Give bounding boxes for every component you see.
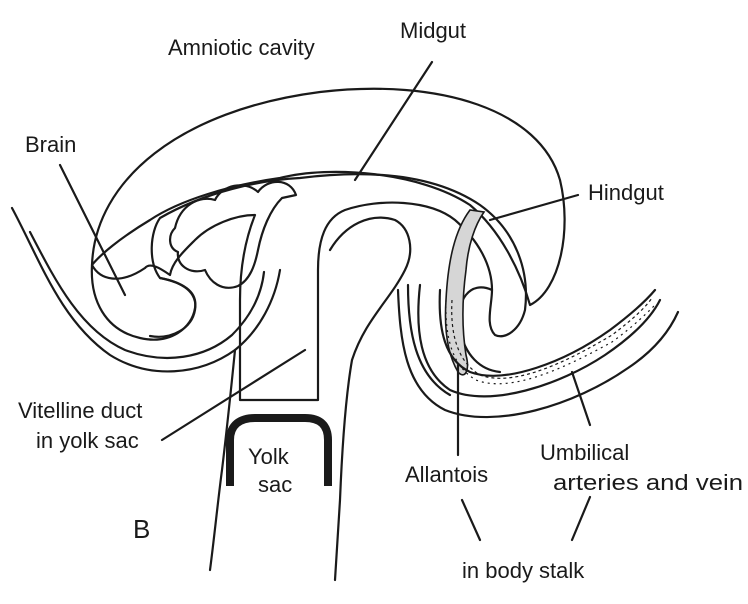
panel-letter: B xyxy=(133,514,150,544)
brain-bulge xyxy=(150,278,195,337)
label-vitelline-line2: in yolk sac xyxy=(36,428,139,453)
amniotic-cavity xyxy=(92,89,565,305)
allantois-duct xyxy=(446,210,485,375)
label-hindgut: Hindgut xyxy=(588,180,664,205)
label-allantois: Allantois xyxy=(405,462,488,487)
leader-stalk-right xyxy=(572,497,590,540)
label-umbilical-line1: Umbilical xyxy=(540,440,629,465)
foregut-pouches xyxy=(170,182,296,288)
label-body-stalk: in body stalk xyxy=(462,558,585,583)
label-midgut: Midgut xyxy=(400,18,466,43)
leader-stalk-left xyxy=(462,500,480,540)
vitelline-duct-wall-right xyxy=(330,218,410,580)
label-amniotic-cavity: Amniotic cavity xyxy=(168,35,315,60)
label-brain: Brain xyxy=(25,132,76,157)
body-stalk-inner xyxy=(440,290,655,376)
label-vitelline-line1: Vitelline duct xyxy=(18,398,142,423)
leader-midgut xyxy=(355,62,432,180)
label-yolk-line1: Yolk xyxy=(248,444,290,469)
label-yolk-line2: sac xyxy=(258,472,292,497)
label-umbilical-line2: arteries and vein xyxy=(553,470,743,495)
leader-umbilical xyxy=(572,372,590,425)
